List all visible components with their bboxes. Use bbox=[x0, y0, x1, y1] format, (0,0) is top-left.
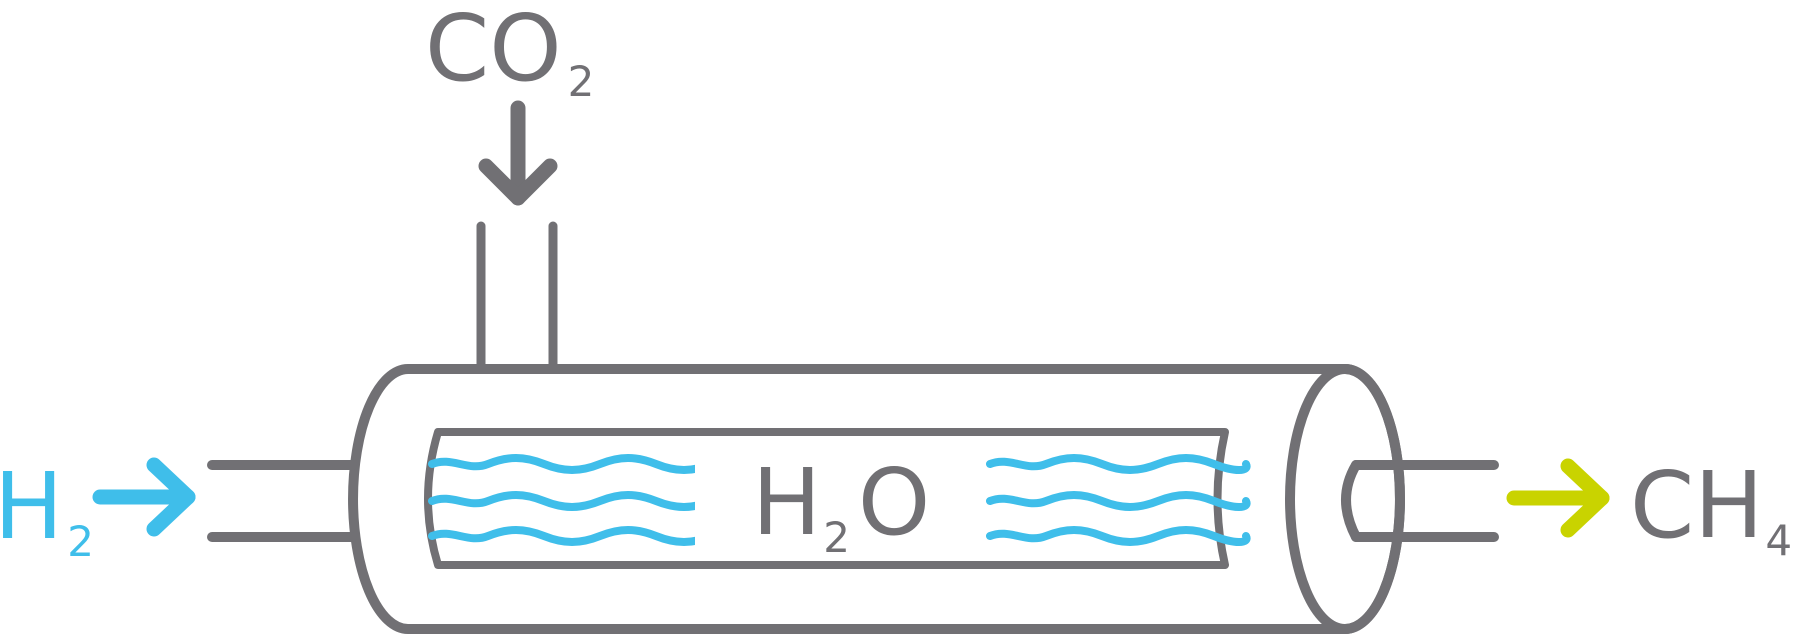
arrow-right-icon bbox=[92, 457, 196, 537]
h2-label-sub: 2 bbox=[67, 517, 94, 566]
h2o-label: H2O bbox=[695, 440, 967, 562]
ch4-outlet-pipe bbox=[1341, 460, 1499, 542]
svg-text:H2O: H2O bbox=[752, 449, 930, 562]
co2-inlet-pipe bbox=[476, 221, 558, 371]
arrow-right-icon bbox=[1506, 458, 1610, 538]
water-waves-right bbox=[986, 454, 1251, 546]
h2-label-main: H bbox=[0, 453, 63, 560]
ch4-label-sub: 4 bbox=[1765, 516, 1792, 565]
arrow-down-icon bbox=[478, 100, 558, 206]
co2-label-sub: 2 bbox=[568, 57, 595, 106]
ch4-label: CH4 bbox=[1630, 452, 1792, 565]
reactor-outer-cylinder bbox=[348, 364, 1405, 634]
h2-inlet-pipe bbox=[207, 460, 357, 542]
wave-line bbox=[986, 526, 1251, 546]
co2-label-main: CO bbox=[425, 0, 562, 102]
ch4-label-main: CH bbox=[1630, 452, 1763, 559]
h2o-label-tail: O bbox=[858, 449, 930, 556]
wave-line bbox=[986, 454, 1251, 474]
h2o-label-sub: 2 bbox=[823, 513, 850, 562]
h2o-label-main: H bbox=[752, 449, 821, 556]
wave-line bbox=[986, 491, 1251, 511]
h2-label: H2 bbox=[0, 453, 94, 566]
